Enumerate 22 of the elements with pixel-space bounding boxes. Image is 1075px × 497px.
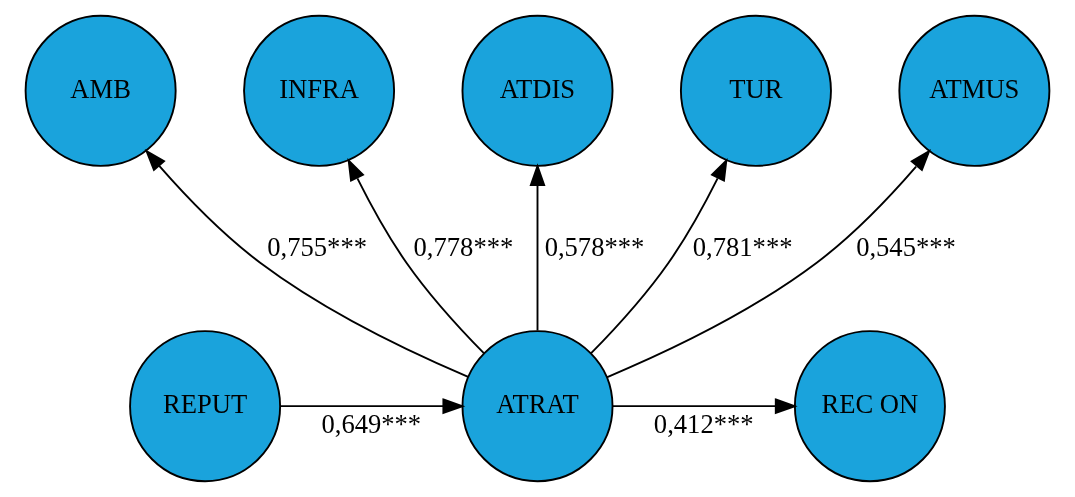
- edge-label: 0,781***: [692, 231, 793, 262]
- node-circle: INFRA: [243, 14, 396, 167]
- edge-label: 0,412***: [653, 409, 754, 440]
- arrow: [611, 398, 798, 415]
- edge-label: 0,778***: [413, 231, 514, 262]
- arrow: [605, 149, 931, 379]
- node-circle: TUR: [679, 14, 832, 167]
- node-circle: REPUT: [129, 330, 282, 483]
- arrow: [589, 157, 728, 355]
- node-circle: ATRAT: [461, 330, 614, 483]
- edge-label: 0,578***: [544, 231, 645, 262]
- edge-label: 0,649***: [321, 409, 422, 440]
- node-circle: ATDIS: [461, 14, 614, 167]
- edge-label: 0,545***: [856, 231, 956, 262]
- node-circle: AMB: [24, 14, 177, 167]
- node-circle: ATMUS: [898, 14, 1051, 167]
- edge-label: 0,755***: [267, 231, 367, 262]
- node-circle: REC ON: [793, 330, 946, 483]
- arrow: [279, 398, 466, 415]
- arrow: [144, 149, 470, 378]
- arrow: [347, 157, 485, 355]
- arrow: [529, 163, 546, 332]
